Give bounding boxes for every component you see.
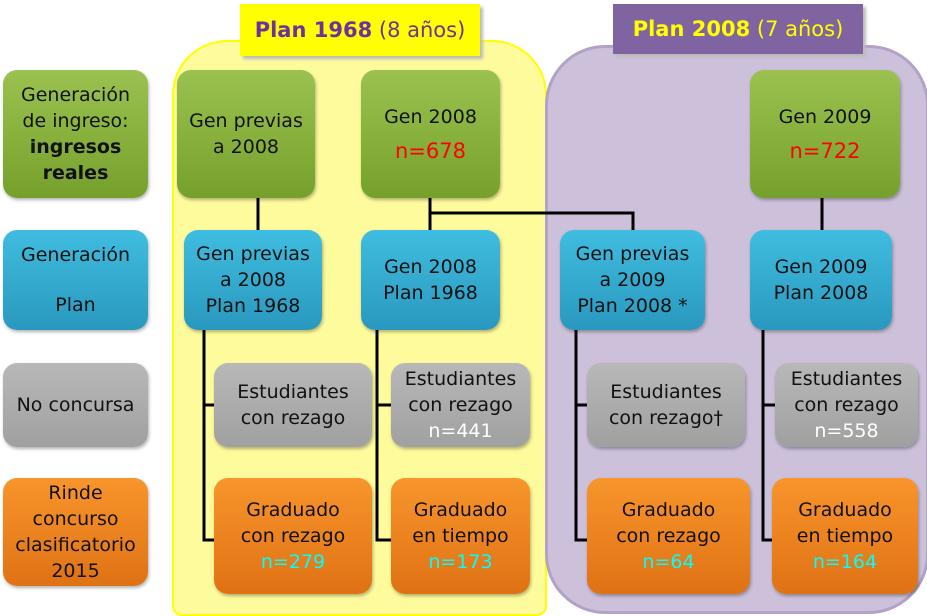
legend-no-concursa: No concursa (3, 363, 148, 447)
label: Gen 2008 (384, 106, 477, 128)
graduado-rezago-box: Graduado con rezago n=64 (587, 478, 750, 594)
label: Generación (21, 244, 130, 266)
label: en tiempo (796, 525, 894, 547)
gen-previas-2008-box: Gen previas a 2008 (177, 70, 315, 198)
label: a 2008 (219, 269, 287, 291)
label: No concursa (16, 394, 135, 416)
count: n=678 (395, 139, 466, 163)
label: Estudiantes (404, 368, 517, 390)
estudiantes-rezago-box: Estudiantes con rezago n=558 (775, 363, 918, 447)
label: reales (42, 162, 109, 184)
graduado-tiempo-box: Graduado en tiempo n=173 (391, 478, 530, 594)
label: con rezago (616, 525, 721, 547)
label: Gen previas (189, 110, 303, 132)
title-bold: Plan 1968 (254, 18, 373, 42)
label: Plan (55, 294, 96, 316)
label: Estudiantes (237, 381, 349, 403)
title-years: (7 años) (756, 17, 844, 41)
label: con rezago† (608, 407, 724, 429)
label: con rezago (240, 407, 346, 429)
label: Plan 2008 (773, 282, 869, 304)
count: n=558 (814, 420, 879, 442)
label: a 2008 (212, 136, 280, 158)
title-bold: Plan 2008 (632, 17, 751, 41)
estudiantes-rezago-box: Estudiantes con rezago† (587, 363, 745, 447)
plan-2008-title: Plan 2008 (7 años) (613, 4, 863, 54)
label: Estudiantes (790, 368, 903, 390)
label: Plan 1968 (205, 295, 301, 317)
label: Generación (21, 84, 130, 106)
count: n=441 (428, 420, 493, 442)
estudiantes-rezago-box: Estudiantes con rezago n=441 (391, 363, 530, 447)
gen-2008-box: Gen 2008 n=678 (361, 70, 500, 198)
label: Gen previas (196, 243, 310, 265)
label: Graduado (413, 499, 508, 521)
label: Gen 2009 (778, 106, 872, 128)
label: concurso (32, 508, 119, 530)
gen-2009-box: Gen 2009 n=722 (750, 70, 900, 198)
label: Rinde (48, 482, 103, 504)
label: Graduado (621, 499, 716, 521)
label: Graduado (246, 499, 340, 521)
title-years: (8 años) (378, 18, 466, 42)
count: n=173 (428, 551, 493, 573)
count: n=279 (260, 551, 326, 573)
legend-generacion-plan: Generación Plan (3, 230, 148, 330)
count: n=64 (642, 551, 695, 573)
graduado-tiempo-box: Graduado en tiempo n=164 (772, 478, 918, 594)
label: con rezago (240, 525, 346, 547)
count: n=164 (812, 551, 878, 573)
label: Gen previas (575, 243, 690, 265)
label: en tiempo (412, 525, 509, 547)
graduado-rezago-box: Graduado con rezago n=279 (214, 478, 372, 594)
label: a 2009 (599, 269, 666, 291)
label: Plan 1968 (383, 282, 478, 304)
count: n=722 (789, 139, 861, 163)
label: clasificatorio (15, 534, 136, 556)
label: 2015 (51, 560, 100, 582)
label: ingresos (29, 136, 122, 158)
label: Plan 2008 * (577, 295, 688, 317)
legend-generacion-ingreso: Generación de ingreso: ingresos reales (3, 70, 148, 198)
plan-1968-title: Plan 1968 (8 años) (240, 4, 480, 56)
label: con rezago (794, 394, 899, 416)
label: de ingreso: (22, 110, 129, 132)
label: con rezago (408, 394, 513, 416)
label: Estudiantes (610, 381, 722, 403)
label: Graduado (798, 499, 892, 521)
label: Gen 2008 (384, 256, 477, 278)
estudiantes-rezago-box: Estudiantes con rezago (214, 363, 372, 447)
legend-rinde-concurso: Rinde concurso clasificatorio 2015 (3, 478, 148, 586)
label: Gen 2009 (774, 256, 868, 278)
